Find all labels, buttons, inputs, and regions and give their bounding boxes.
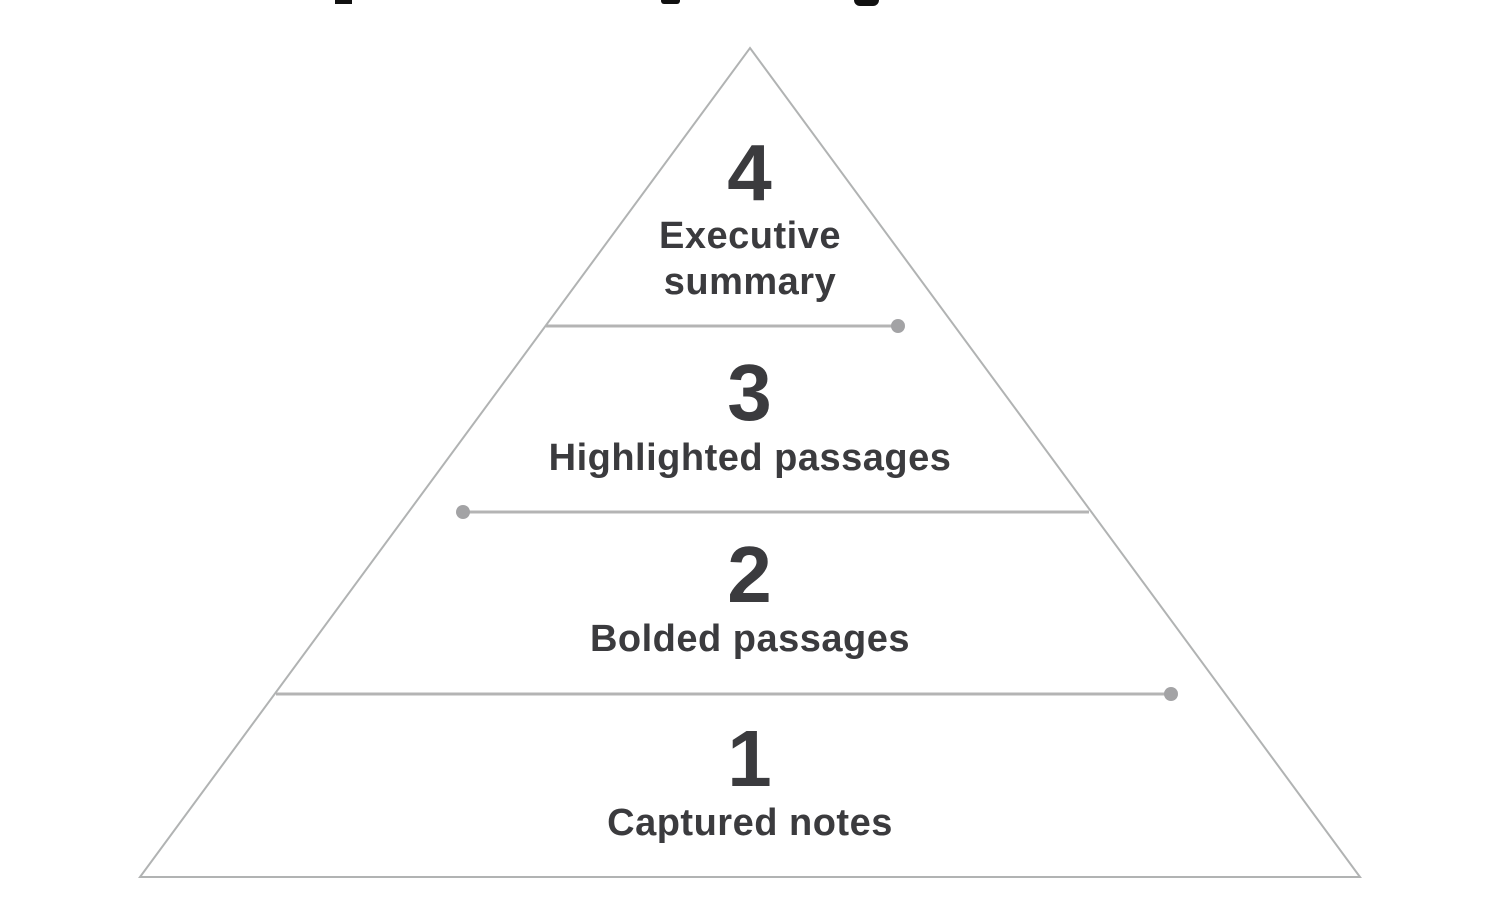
divider-dot-level2 bbox=[1164, 687, 1178, 701]
level-1-label: Captured notes bbox=[607, 802, 893, 844]
level-2-label: Bolded passages bbox=[589, 618, 911, 660]
pyramid-outline bbox=[138, 46, 1362, 878]
level-3-number: 3 bbox=[727, 348, 773, 437]
level-2-number: 2 bbox=[727, 530, 773, 619]
level-4-number: 4 bbox=[727, 128, 773, 217]
level-1-number: 1 bbox=[727, 714, 773, 803]
level-3-label: Highlighted passages bbox=[548, 437, 952, 479]
level-4-label: Executive summary bbox=[659, 215, 841, 304]
divider-dot-level3 bbox=[456, 505, 470, 519]
divider-dot-level4 bbox=[891, 319, 905, 333]
cropped-text-fragment bbox=[335, 0, 352, 4]
cropped-text-fragment bbox=[854, 0, 879, 6]
cropped-text-fragment bbox=[661, 0, 680, 4]
